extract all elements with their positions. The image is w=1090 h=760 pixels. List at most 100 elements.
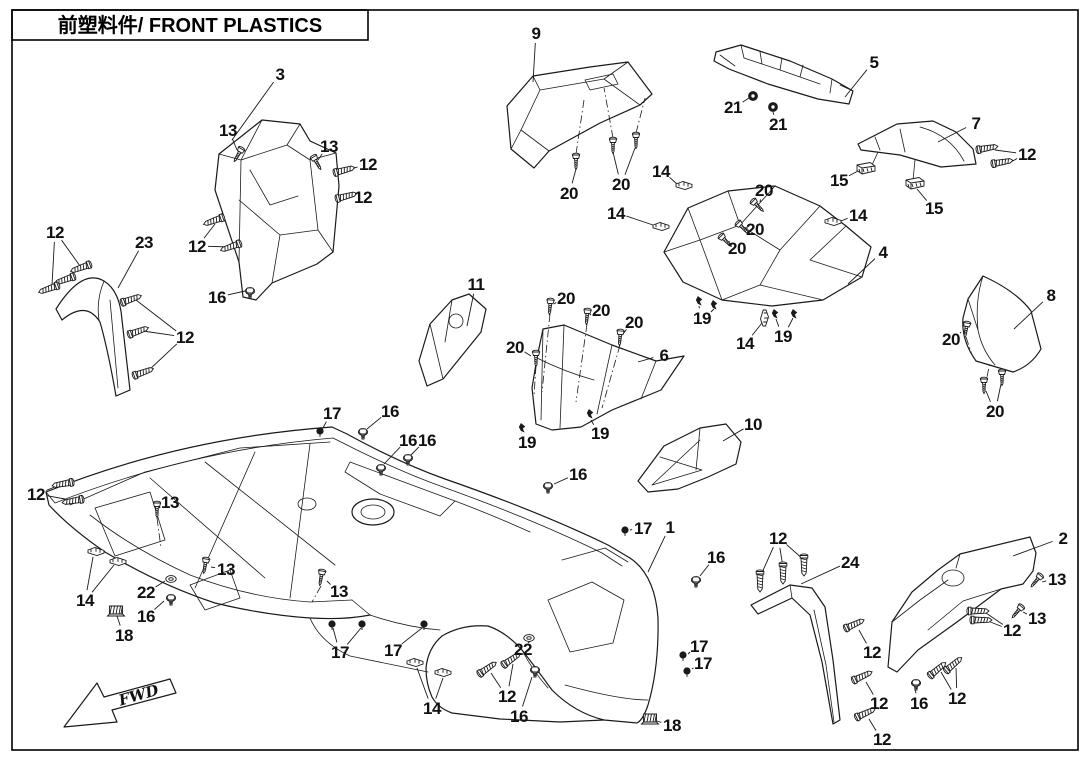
callout-number-12: 12 [176, 328, 194, 347]
callout-number-9: 9 [532, 24, 541, 43]
callout-number-7: 7 [972, 114, 981, 133]
leader-line [847, 258, 876, 285]
leader-line [759, 199, 761, 203]
callout-number-20: 20 [755, 181, 773, 200]
hardware-stscrew-icon [966, 606, 990, 616]
callout-number-20: 20 [728, 239, 746, 258]
hardware-bolt-icon [357, 428, 369, 440]
callout-number-1: 1 [666, 518, 675, 537]
leader-line [232, 138, 238, 151]
leader-line [987, 620, 1002, 627]
hardware-screw-icon [230, 145, 246, 164]
leader-line [775, 318, 780, 327]
hardware-rivet-icon [710, 300, 718, 310]
leader-line [61, 239, 81, 267]
callout-number-11: 11 [468, 275, 485, 294]
page-border [11, 9, 1079, 751]
hardware-stscrew-icon [755, 569, 765, 593]
callout-number-12: 12 [870, 694, 888, 713]
leader-line [959, 331, 962, 334]
hardware-flatclip-icon [87, 547, 105, 556]
hardware-rivet-icon [518, 423, 526, 433]
callout-number-16: 16 [399, 431, 417, 450]
hardware-bolt-icon [542, 482, 554, 494]
leader-line [435, 677, 444, 699]
hardware-screw-icon [315, 568, 327, 587]
leader-line [865, 681, 874, 695]
hardware-stscrew-icon [799, 553, 809, 577]
centerlines [156, 87, 991, 603]
callout-number-12: 12 [769, 529, 787, 548]
callout-number-20: 20 [592, 301, 610, 320]
hardware-stscrew-icon [51, 477, 76, 490]
hardware-dot-icon [316, 427, 324, 438]
hardware-screw-icon [608, 136, 618, 154]
callout-number-23: 23 [135, 233, 153, 252]
hardware-flatclip-icon [675, 181, 693, 190]
hardware-stscrew-icon [61, 494, 86, 507]
callout-number-12: 12 [873, 730, 891, 749]
callout-number-14: 14 [652, 162, 671, 181]
leader-line [227, 290, 246, 296]
hardware-dot-icon [683, 667, 691, 678]
leader-line [508, 663, 514, 687]
hardware-dot-icon [621, 526, 629, 537]
callout-number-22: 22 [514, 640, 532, 659]
hardware-screw-icon [309, 153, 325, 172]
leader-line [317, 153, 323, 161]
callout-number-20: 20 [506, 338, 524, 357]
callout-number-2: 2 [1059, 529, 1068, 548]
leader-line [590, 419, 595, 426]
leader-line [383, 446, 401, 465]
callout-number-12: 12 [1003, 621, 1021, 640]
hardware-screw-icon [615, 328, 625, 347]
leader-line [322, 421, 327, 429]
leader-line [203, 223, 216, 239]
leader-line [1012, 540, 1053, 557]
leader-line [985, 390, 991, 403]
leader-line [1041, 580, 1047, 583]
part-1-front-fascia [45, 426, 659, 724]
part-8-side-panel [962, 275, 1042, 373]
hardware-stscrew-icon [989, 156, 1014, 169]
callout-number-13: 13 [217, 560, 235, 579]
leader-line [210, 566, 216, 569]
callout-number-24: 24 [841, 553, 860, 572]
leader-line [326, 580, 331, 585]
leader-line [844, 69, 868, 98]
leader-line [346, 627, 362, 645]
hardware-stscrew-icon [331, 163, 357, 178]
leader-line [742, 97, 750, 103]
callout-number-20: 20 [986, 402, 1004, 421]
callout-number-3: 3 [276, 65, 285, 84]
hardware-washer-icon [165, 575, 177, 583]
hardware-stscrew-icon [36, 280, 62, 297]
title-box [11, 9, 369, 41]
callout-number-12: 12 [863, 643, 881, 662]
callout-number-16: 16 [418, 431, 436, 450]
hardware-screw-icon [152, 500, 162, 518]
callout-number-12: 12 [46, 223, 64, 242]
callout-number-12: 12 [1018, 145, 1036, 164]
leader-line [553, 302, 557, 305]
hardware-flatclip-icon [760, 309, 769, 327]
part-6-windshield-garnish [531, 324, 685, 431]
leader-line [710, 308, 715, 313]
callout-number-10: 10 [744, 415, 762, 434]
leader-line [51, 241, 55, 286]
part-9-hood-panel [506, 61, 653, 169]
leader-line [155, 580, 166, 588]
callout-number-20: 20 [625, 313, 643, 332]
callout-number-14: 14 [607, 204, 626, 223]
leader-line [135, 299, 177, 332]
hardware-stscrew-icon [841, 615, 867, 634]
hardware-rivet-icon [771, 309, 779, 319]
leader-line [154, 600, 165, 610]
leader-line [647, 535, 666, 573]
part-23-fender-trim [55, 277, 131, 397]
leader-line [994, 149, 1017, 154]
callout-number-20: 20 [746, 220, 764, 239]
leader-line [985, 612, 1004, 625]
